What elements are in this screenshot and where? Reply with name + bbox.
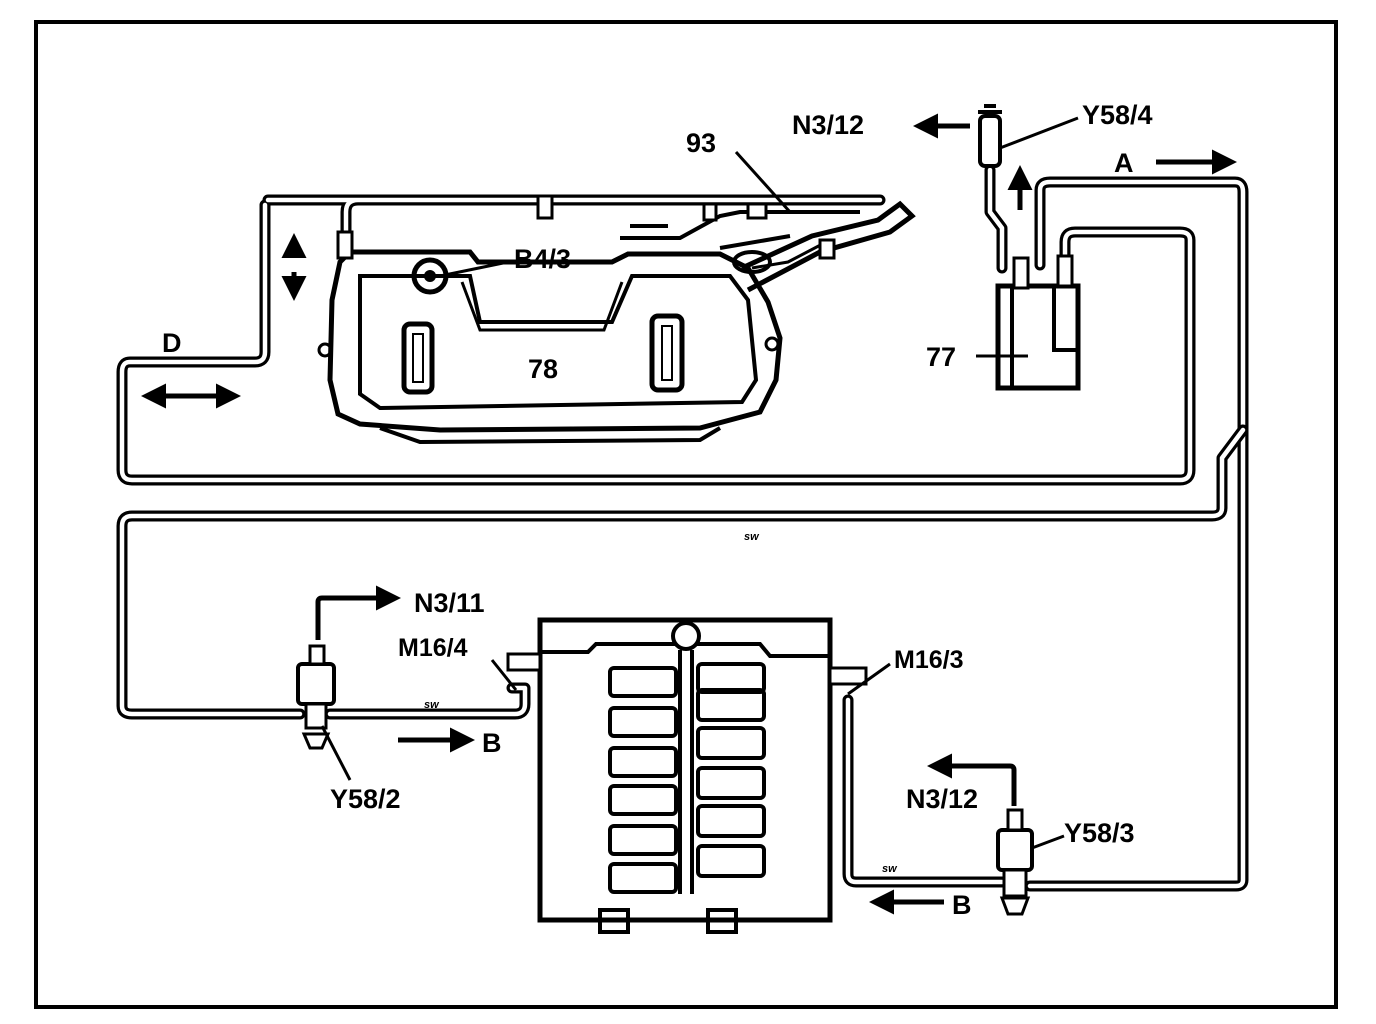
tank-sender-center bbox=[424, 270, 436, 282]
label-m16-4: M16/4 bbox=[398, 634, 468, 662]
hose-a-inner bbox=[1027, 179, 1246, 889]
leader-y58-4 bbox=[999, 116, 1079, 150]
y58-4-cap bbox=[978, 104, 1002, 114]
hose-tank-loop-inner bbox=[119, 197, 1193, 483]
label-y58-3: Y58/3 bbox=[1064, 818, 1135, 848]
label-sw-middle: sw bbox=[744, 531, 760, 543]
valve-y58-2 bbox=[296, 644, 336, 750]
tank-inner-shell bbox=[358, 274, 759, 411]
vacuum-hoses bbox=[116, 164, 1249, 892]
label-sw-right: sw bbox=[882, 863, 898, 875]
label-b-left: B bbox=[482, 728, 502, 758]
tank-mount-right bbox=[764, 336, 780, 352]
label-y58-2: Y58/2 bbox=[330, 784, 401, 814]
hose-tank-loop bbox=[116, 194, 1196, 486]
manifold-feet-right bbox=[706, 908, 738, 934]
leader-y58-3 bbox=[1031, 834, 1065, 850]
tank-connector bbox=[336, 230, 354, 260]
label-sw-left: sw bbox=[424, 699, 440, 711]
tank-valve-93 bbox=[746, 202, 768, 220]
label-d: D bbox=[162, 328, 182, 358]
y58-4-body bbox=[978, 114, 1002, 168]
arrow-n3-12-bottom-icon bbox=[927, 753, 1017, 806]
tank-sight-right bbox=[649, 313, 685, 393]
fitting-m16-4 bbox=[506, 652, 542, 672]
label-77: 77 bbox=[926, 342, 956, 372]
labels: N3/12 Y58/4 93 A B4/3 78 77 D sw N3/11 M… bbox=[162, 100, 1153, 920]
tank-filler-cap bbox=[732, 250, 772, 274]
hose-middle-inner bbox=[119, 427, 1246, 717]
label-93: 93 bbox=[686, 128, 716, 158]
tank-sight-left-inner bbox=[412, 333, 424, 383]
leader-lines bbox=[320, 116, 1079, 850]
label-n3-11: N3/11 bbox=[414, 588, 485, 618]
y58-2-tail bbox=[301, 732, 331, 750]
tank-mount-left bbox=[317, 342, 333, 358]
intake-manifold bbox=[506, 617, 868, 934]
label-78: 78 bbox=[528, 354, 558, 384]
leader-b4-3 bbox=[439, 260, 509, 278]
label-b4-3: B4/3 bbox=[514, 244, 571, 274]
hose-middle bbox=[116, 424, 1249, 720]
y58-2-top bbox=[308, 644, 326, 666]
canister-port-right bbox=[1056, 254, 1074, 288]
tank-sight-right-inner bbox=[661, 325, 673, 381]
label-n3-12-top: N3/12 bbox=[792, 110, 864, 140]
arrow-n3-11-icon bbox=[315, 585, 401, 640]
tank-bottom-rib bbox=[379, 426, 722, 445]
label-b-right: B bbox=[952, 890, 972, 920]
y58-3-base bbox=[1002, 868, 1028, 898]
tank-bracket bbox=[818, 238, 836, 260]
valve-y58-4 bbox=[978, 104, 1002, 168]
leader-y58-2 bbox=[320, 725, 352, 781]
tank-outer-shell bbox=[327, 249, 783, 433]
manifold-center-rail bbox=[678, 650, 694, 894]
flow-arrows bbox=[141, 113, 1237, 915]
tank-valve-small bbox=[702, 202, 718, 222]
valve-y58-3 bbox=[996, 808, 1034, 916]
tank-filler-hose bbox=[751, 238, 831, 270]
hose-m16-3-y58-3-inner bbox=[845, 697, 1005, 885]
leader-m16-4 bbox=[490, 659, 518, 691]
hose-y58-4-inner bbox=[987, 167, 1005, 271]
tank-valve-left bbox=[536, 194, 554, 220]
hose-y58-2-m16-4-inner bbox=[327, 685, 528, 717]
label-a: A bbox=[1114, 148, 1134, 178]
diagram-frame bbox=[34, 20, 1338, 1009]
leader-93 bbox=[734, 150, 792, 214]
tank-baffle bbox=[460, 281, 624, 332]
canister-divider bbox=[1010, 286, 1078, 388]
manifold-feet-left bbox=[598, 908, 630, 934]
y58-2-base bbox=[304, 702, 328, 730]
manifold-runners bbox=[608, 662, 766, 894]
tank-vent-lines bbox=[620, 210, 860, 250]
y58-3-body bbox=[996, 828, 1034, 872]
canister-body bbox=[995, 283, 1081, 391]
fuel-tank-78 bbox=[317, 194, 916, 445]
y58-3-top bbox=[1006, 808, 1024, 832]
y58-3-tail bbox=[999, 896, 1031, 916]
leader-m16-3 bbox=[847, 662, 891, 696]
label-n3-12-bottom: N3/12 bbox=[906, 784, 978, 814]
canister-port-left bbox=[1012, 256, 1030, 290]
manifold-throttle bbox=[671, 621, 701, 651]
manifold-body bbox=[537, 617, 833, 923]
fitting-m16-3 bbox=[828, 666, 868, 686]
tank-sight-left bbox=[401, 321, 435, 395]
label-y58-4: Y58/4 bbox=[1082, 100, 1153, 130]
y58-2-body bbox=[296, 662, 336, 706]
label-m16-3: M16/3 bbox=[894, 646, 963, 674]
component-77 bbox=[995, 254, 1081, 391]
